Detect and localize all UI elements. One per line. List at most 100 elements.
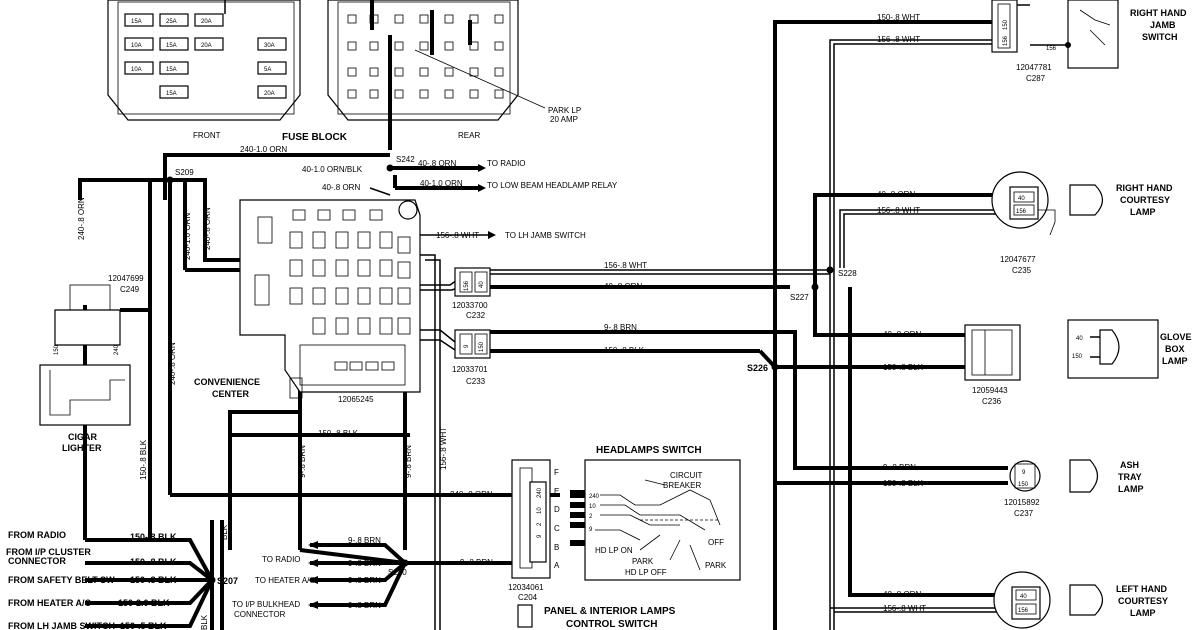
part-number: 12033700: [452, 301, 488, 310]
wire-label: 156-.8 WHT: [436, 231, 479, 240]
pin-label: 156: [464, 280, 470, 291]
wire-label: 150-2.0 BLK: [118, 598, 170, 608]
pin-label: 240: [537, 487, 543, 498]
connector-label: C204: [518, 593, 538, 602]
pin-label: 150: [1072, 354, 1083, 360]
pin-label: 2: [537, 522, 543, 526]
jamb-title: SWITCH: [1142, 32, 1178, 42]
wire-label: 9-.8 BRN: [348, 601, 381, 610]
to-lh-jamb-label: TO LH JAMB SWITCH: [505, 231, 586, 240]
wire-label: 240-.8 ORN: [77, 197, 86, 240]
jamb-title: RIGHT HAND: [1130, 8, 1187, 18]
wire-label: 40-1.0 ORN/BLK: [302, 165, 363, 174]
park-lp-label: PARK LP: [548, 106, 581, 115]
ash-tray-title: ASH: [1120, 460, 1139, 470]
fuse-label: 20A: [201, 19, 212, 25]
connector-label: C236: [982, 397, 1002, 406]
convenience-center-title: CENTER: [212, 389, 250, 399]
wire-label: 150-.8 BLK: [130, 532, 177, 542]
wire-label: 156-.8 WHT: [877, 206, 920, 215]
wire-label: 9-.8 BRN: [883, 463, 916, 472]
pin-label: 9: [537, 534, 543, 538]
wire-label: 40-.8 ORN: [418, 159, 456, 168]
wire-label: 40-1.0 ORN: [420, 179, 463, 188]
splice-label: S227: [790, 293, 809, 302]
wire-label: 40-.8 ORN: [883, 330, 921, 339]
fuse-label: 10A: [131, 43, 142, 49]
glove-box-title: GLOVE: [1160, 332, 1192, 342]
wire-label: 150-.8 BLK: [139, 439, 148, 480]
lh-courtesy-title: LEFT HAND: [1116, 584, 1167, 594]
rh-courtesy-title: LAMP: [1130, 207, 1156, 217]
connector-c232: 156 40 12033700 C232: [452, 267, 491, 320]
pin-label: 150: [479, 341, 485, 352]
fuse-front-label: FRONT: [193, 131, 221, 140]
fuse-label: 5A: [264, 67, 271, 73]
cigar-lighter: 150 240 12047699 C249 CIGAR LIGHTER: [39, 274, 144, 453]
wire-label: 156-.8 WHT: [877, 35, 920, 44]
fuse-block-title: FUSE BLOCK: [282, 132, 348, 143]
wire-label: 9-.8 BRN: [348, 536, 381, 545]
fuse-label: 30A: [264, 43, 275, 49]
connector-label: CONNECTOR: [8, 556, 66, 566]
breaker-label: BREAKER: [663, 481, 701, 490]
wire-label: 150-.8 BLK: [130, 575, 177, 585]
connector-label: C249: [120, 285, 140, 294]
hd-lp-off-label: HD LP OFF: [625, 568, 667, 577]
convenience-center: CONVENIENCE CENTER 12065245: [194, 199, 421, 404]
splice-label: S228: [838, 269, 857, 278]
connector-label: C235: [1012, 266, 1032, 275]
fuse-label: 25A: [166, 19, 177, 25]
connector-label: CONNECTOR: [234, 610, 286, 619]
wire-label: 156-.8 WHT: [439, 427, 448, 470]
lh-courtesy-title: LAMP: [1130, 608, 1156, 618]
wire-label: 9-.8 BRN: [348, 559, 381, 568]
splice-label: S210: [388, 568, 407, 577]
panel-switch-title: CONTROL SWITCH: [566, 619, 657, 630]
pin-letter: C: [554, 524, 560, 533]
from-safety-label: FROM SAFETY BELT SW: [8, 575, 115, 585]
wire-label: 150-.8 BLK: [883, 479, 924, 488]
pin-label: 240: [589, 494, 600, 500]
part-number: 12047781: [1016, 63, 1052, 72]
jamb-title: JAMB: [1150, 20, 1176, 30]
pin-label: 10: [537, 507, 543, 514]
headlamps-switch: HEADLAMPS SWITCH 240 10 2 9 CIRCUIT BREA…: [570, 445, 741, 581]
connector-label: C233: [466, 377, 486, 386]
wire-label: 40-.8 ORN: [604, 282, 642, 291]
rh-courtesy-lamp: 40 156 12047677 C235 RIGHT HAND COURTESY…: [991, 171, 1173, 275]
wire-label: 150-.8 BLK: [318, 429, 359, 438]
panel-switch-title: PANEL & INTERIOR LAMPS: [544, 606, 676, 617]
lh-courtesy-title: COURTESY: [1118, 596, 1168, 606]
wire-label: 40-.8 ORN: [322, 183, 360, 192]
convenience-center-title: CONVENIENCE: [194, 377, 260, 387]
off-label: OFF: [708, 538, 724, 547]
fuse-label: 15A: [166, 91, 177, 97]
wire-label: BLK: [220, 524, 229, 540]
splice-label: S207: [217, 576, 238, 586]
splice-label: S226: [747, 363, 768, 373]
wire-label: 150-.8 BLK: [883, 363, 924, 372]
wire-label: 240-.8 ORN: [203, 207, 212, 250]
panel-interior-lamps-switch: PANEL & INTERIOR LAMPS CONTROL SWITCH: [517, 604, 676, 630]
part-number: 12059443: [972, 386, 1008, 395]
to-radio-label: TO RADIO: [487, 159, 526, 168]
fuse-label: 20A: [264, 91, 275, 97]
headlamps-switch-title: HEADLAMPS SWITCH: [596, 445, 702, 456]
part-number: 12047677: [1000, 255, 1036, 264]
wire-label: 40-.8 ORN: [883, 590, 921, 599]
part-number: 12034061: [508, 583, 544, 592]
right-hand-jamb-switch: 150 156 156 12047781 C287 RIGHT HAND JAM…: [991, 0, 1187, 83]
wire-label: 9-.8 BRN: [298, 445, 307, 478]
pin-label: 40: [1076, 336, 1083, 342]
part-number: 12065245: [338, 395, 374, 404]
wire-label: BLK: [200, 614, 209, 630]
pin-label: 9: [1022, 470, 1026, 476]
connector-c204: 240 10 2 9 F E D C B A 12034061 C204: [508, 459, 560, 602]
to-ip-bulkhead-label: TO I/P BULKHEAD: [232, 600, 300, 609]
pin-letter: E: [554, 487, 559, 496]
from-ip-label: FROM I/P CLUSTER: [6, 547, 91, 557]
wire-label: 240-1.0 ORN: [183, 213, 192, 260]
ash-tray-lamp: 9 150 12015892 C237 ASH TRAY LAMP: [1004, 459, 1144, 518]
